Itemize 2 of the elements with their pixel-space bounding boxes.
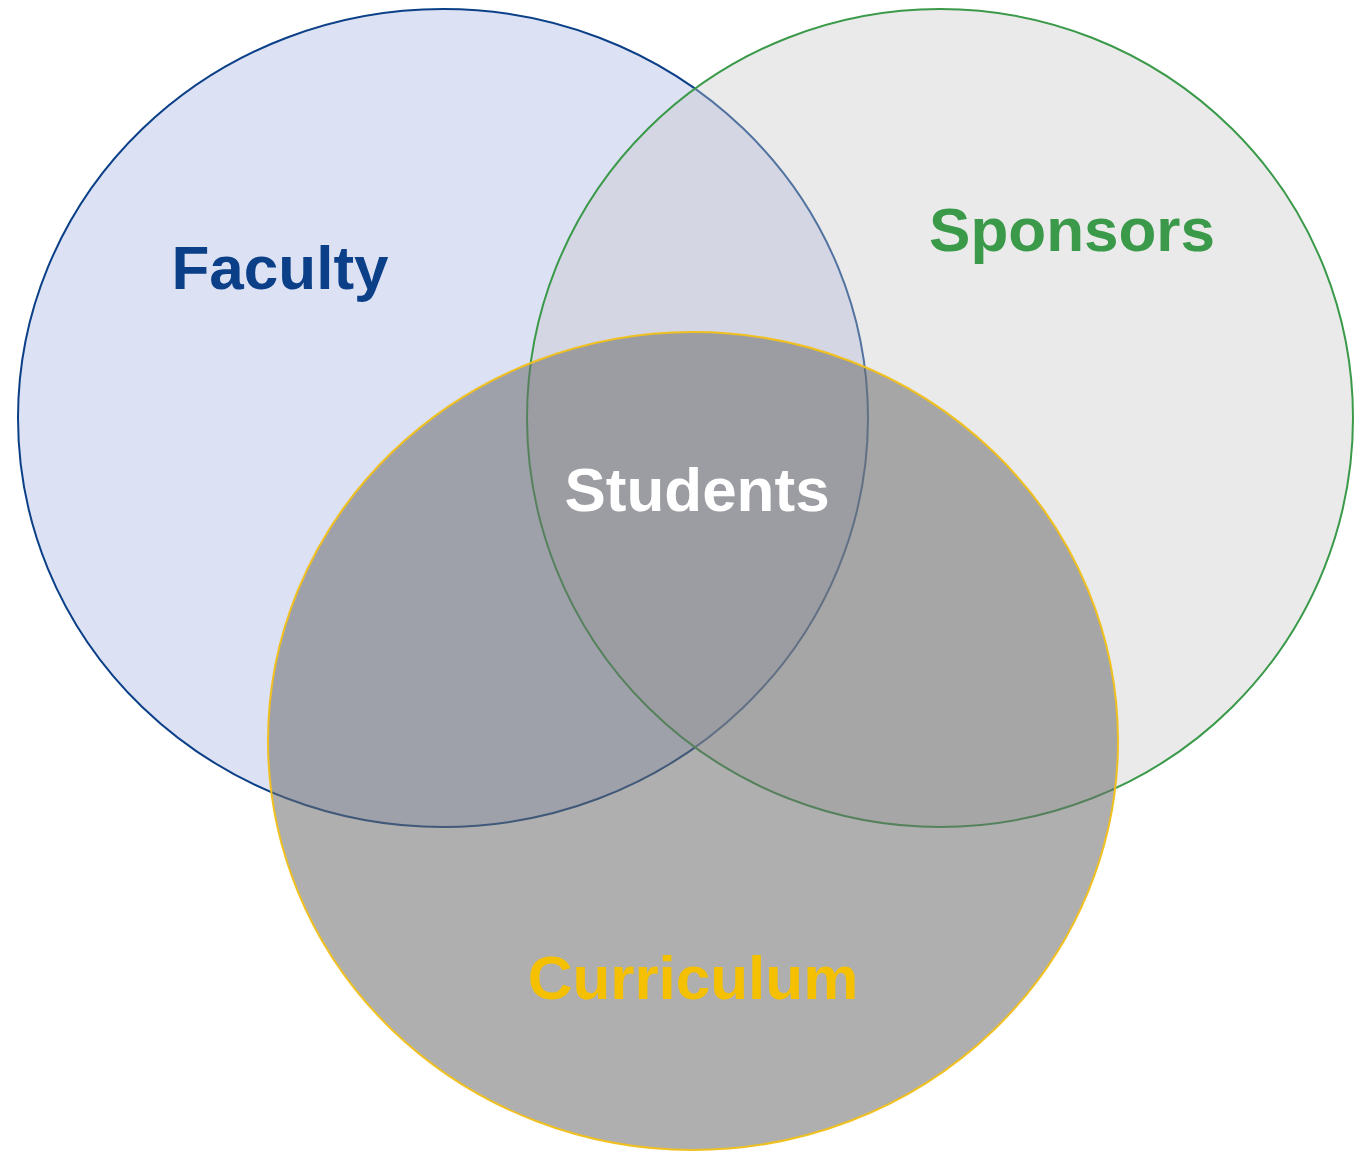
- center-label: Students: [564, 459, 830, 521]
- circle-label: Curriculum: [527, 947, 859, 1009]
